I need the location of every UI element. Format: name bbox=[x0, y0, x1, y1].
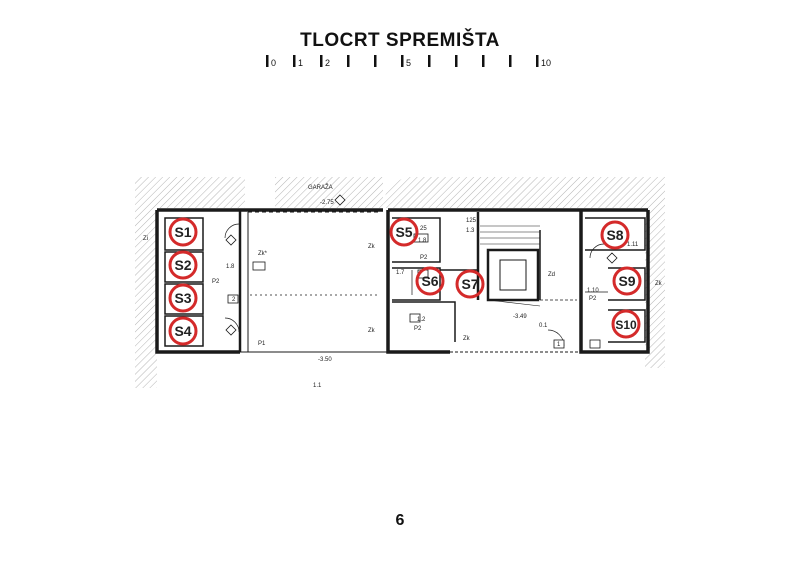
storage-marker[interactable] bbox=[611, 309, 641, 339]
storage-markers bbox=[168, 217, 642, 346]
storage-partitions-left bbox=[164, 217, 240, 347]
wall-code: Zk bbox=[368, 328, 376, 334]
scale-label: 2 bbox=[325, 58, 330, 68]
scale-label: 1 bbox=[298, 58, 303, 68]
storage-marker[interactable] bbox=[168, 316, 198, 346]
room-number: 1.3 bbox=[466, 228, 475, 234]
room-number: 1.8 bbox=[418, 238, 427, 244]
room-number: 1.7 bbox=[396, 270, 405, 276]
storage-label: S1 bbox=[174, 224, 191, 240]
garage-label: GARAŽA bbox=[308, 183, 333, 191]
storage-marker[interactable] bbox=[455, 269, 485, 299]
zone-label: P2 bbox=[212, 279, 220, 285]
scale-tick bbox=[428, 55, 431, 67]
scale-bar: 0 1 2 5 10 bbox=[266, 55, 551, 68]
plan-number: 25 bbox=[420, 226, 427, 232]
room-number: 1.1 bbox=[313, 383, 322, 389]
stair-core bbox=[480, 225, 541, 307]
storage-marker[interactable] bbox=[415, 266, 445, 296]
scale-tick bbox=[266, 55, 269, 67]
storage-label: S3 bbox=[174, 290, 191, 306]
scale-tick bbox=[374, 55, 377, 67]
scale-tick bbox=[509, 55, 512, 67]
storage-label: S5 bbox=[395, 224, 412, 240]
storage-marker[interactable] bbox=[168, 250, 198, 280]
scale-label: 0 bbox=[271, 58, 276, 68]
wall-code: Zk bbox=[463, 336, 471, 342]
room-number: 0.1 bbox=[539, 323, 548, 329]
storage-marker[interactable] bbox=[600, 220, 630, 250]
zone-label: P1 bbox=[258, 341, 266, 347]
storage-label: S8 bbox=[606, 227, 623, 243]
storage-marker-labels: S1 S2 S3 S4 S5 S6 S7 S8 S9 S10 bbox=[174, 224, 637, 339]
page-title: TLOCRT SPREMIŠTA bbox=[300, 30, 500, 51]
zone-label: P2 bbox=[414, 326, 422, 332]
plan-number: 125 bbox=[466, 218, 477, 224]
plan-number: 1 bbox=[557, 342, 561, 348]
storage-label: S4 bbox=[174, 323, 191, 339]
page-number: 6 bbox=[395, 512, 405, 529]
wall-code: Zi bbox=[143, 236, 148, 242]
walls bbox=[155, 208, 650, 354]
storage-marker[interactable] bbox=[389, 217, 419, 247]
storage-marker[interactable] bbox=[168, 217, 198, 247]
plan-number: 2 bbox=[232, 297, 236, 303]
scale-tick bbox=[347, 55, 350, 67]
room-number: 1.2 bbox=[417, 317, 426, 323]
room-number: 1.10 bbox=[587, 288, 599, 294]
scale-tick bbox=[320, 55, 323, 67]
scale-tick bbox=[293, 55, 296, 67]
room-number: 1.8 bbox=[226, 264, 235, 270]
storage-label: S7 bbox=[461, 276, 478, 292]
wall-code: Zd bbox=[548, 272, 555, 278]
scale-label: 10 bbox=[541, 58, 551, 68]
zone-label: P2 bbox=[420, 255, 428, 261]
storage-marker[interactable] bbox=[168, 283, 198, 313]
storage-label: S9 bbox=[618, 273, 635, 289]
storage-label: S2 bbox=[174, 257, 191, 273]
level-label: -3.49 bbox=[513, 314, 527, 320]
storage-marker[interactable] bbox=[612, 266, 642, 296]
scale-tick bbox=[482, 55, 485, 67]
wall-code: Zk bbox=[655, 281, 663, 287]
hatched-ground bbox=[135, 177, 665, 388]
zone-label: P2 bbox=[589, 296, 597, 302]
level-label: -3.50 bbox=[318, 357, 332, 363]
storage-label: S6 bbox=[421, 273, 438, 289]
storage-label: S10 bbox=[615, 318, 637, 332]
room-number: 1.11 bbox=[627, 242, 639, 248]
wall-code: Zk bbox=[368, 244, 376, 250]
level-label: -2.75 bbox=[320, 200, 334, 206]
wall-code: Zk* bbox=[258, 251, 268, 257]
scale-tick bbox=[536, 55, 539, 67]
scale-tick bbox=[401, 55, 404, 67]
scale-tick bbox=[455, 55, 458, 67]
scale-label: 5 bbox=[406, 58, 411, 68]
plan-labels: GARAŽA -2.75 -3.49 -3.50 P1 P2 P2 P2 P2 … bbox=[143, 183, 663, 389]
